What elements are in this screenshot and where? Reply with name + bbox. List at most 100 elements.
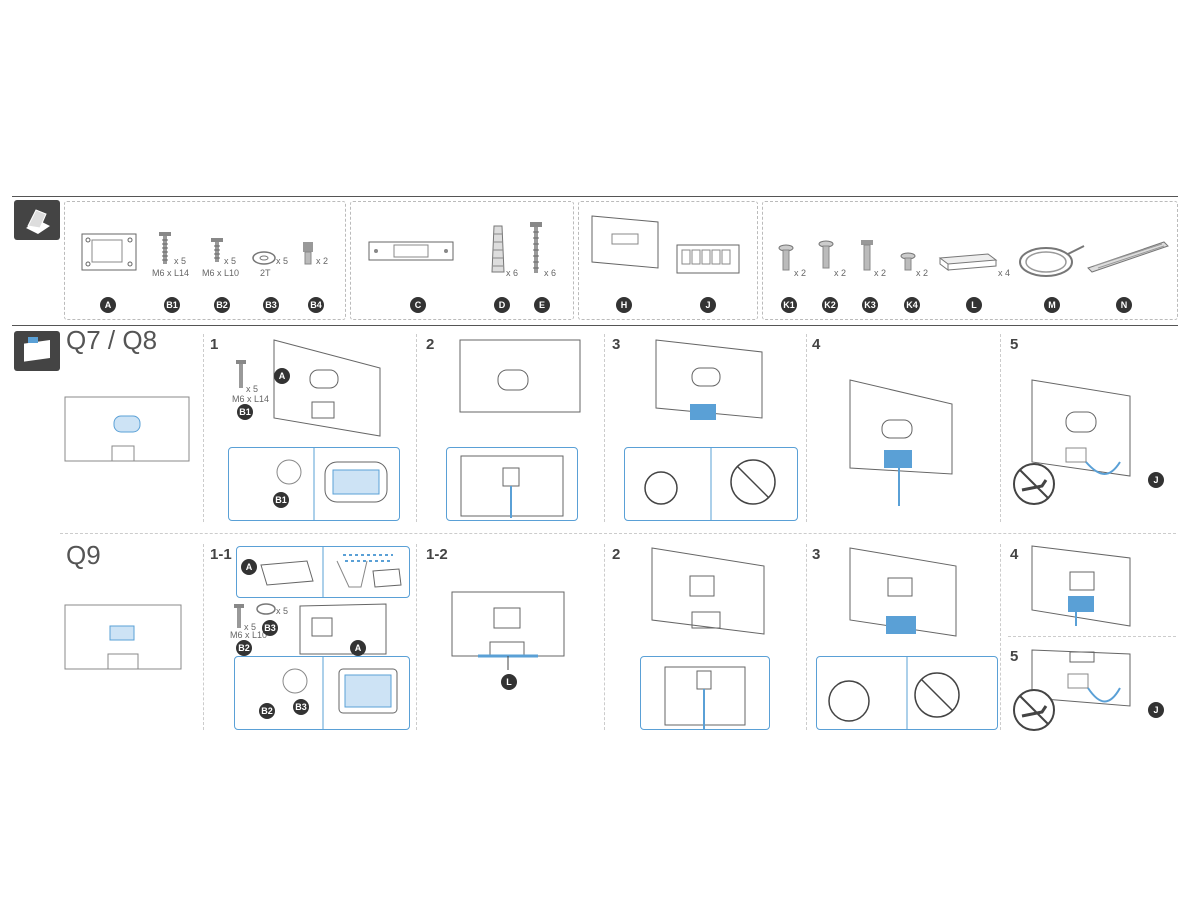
q9-step4-tv-drawing <box>1031 545 1131 627</box>
b2-spec: M6 x L10 <box>202 268 240 278</box>
badge-k4: K4 <box>904 297 920 313</box>
badge-k1: K1 <box>781 297 797 313</box>
q9-step3-detail-panel <box>816 656 998 730</box>
part-a-bracket-drawing <box>81 233 137 271</box>
q7q8-step1-tv-drawing <box>273 339 381 437</box>
q9-step3-tv-drawing <box>849 547 957 637</box>
q7q8-step5-tv-drawing <box>1031 379 1131 477</box>
q7q8-tv-back-overview <box>64 396 190 462</box>
badge-b3: B3 <box>263 297 279 313</box>
b4-qty: x 2 <box>316 256 329 266</box>
step-4: 4 <box>812 336 821 353</box>
e-qty: x 6 <box>544 268 557 278</box>
screw-b2-icon <box>234 604 244 628</box>
wall-mount-icon <box>14 331 60 371</box>
screw-b1-icon <box>159 232 171 264</box>
divider <box>416 544 418 730</box>
q9-step1-1-detail-panel-top: A <box>236 546 410 598</box>
badge-b1: B1 <box>164 297 180 313</box>
badge-j: J <box>1148 702 1164 718</box>
parts-group-wall <box>350 201 574 320</box>
divider <box>604 544 606 730</box>
parts-group-template <box>578 201 758 320</box>
divider <box>806 544 808 730</box>
step-1-2: 1-2 <box>426 546 448 563</box>
anchor-d-icon <box>491 225 505 273</box>
screw-k2-icon <box>818 240 834 269</box>
q9-step1-1-detail-panel-bottom: B2 B3 <box>234 656 410 730</box>
screw-k3-icon <box>861 240 873 271</box>
badge-a: A <box>241 559 257 575</box>
part-j-cable-holder-drawing <box>676 244 740 274</box>
no-foot-warning-icon <box>1013 689 1055 731</box>
divider <box>1000 334 1002 522</box>
step-3: 3 <box>612 336 621 353</box>
step1-1-qty: x 5 <box>244 622 257 632</box>
step1-qty: x 5 <box>246 384 259 394</box>
step-1-1: 1-1 <box>210 546 232 563</box>
parts-group-bracket <box>64 201 346 320</box>
q7q8-step3-tv-drawing <box>655 339 763 420</box>
badge-b3: B3 <box>293 699 309 715</box>
divider <box>1000 544 1002 730</box>
badge-a: A <box>100 297 116 313</box>
top-rule <box>12 196 1178 197</box>
badge-k3: K3 <box>862 297 878 313</box>
k4-qty: x 2 <box>916 268 929 278</box>
spacer-b4-icon <box>303 242 313 265</box>
q9-step2-detail-panel <box>640 656 770 730</box>
parts-bottom-rule <box>12 325 1178 326</box>
washer-b3-icon <box>252 251 276 265</box>
step-2: 2 <box>426 336 435 353</box>
badge-k2: K2 <box>822 297 838 313</box>
k3-qty: x 2 <box>874 268 887 278</box>
q7q8-step4-tv-drawing <box>849 379 953 506</box>
cable-m-icon <box>1019 245 1085 277</box>
screw-k4-icon <box>900 252 916 271</box>
step1-1-spec: M6 x L10 <box>230 630 268 640</box>
screw-b2-icon <box>211 238 223 262</box>
washer-b3-icon <box>256 603 276 615</box>
step-1: 1 <box>210 336 219 353</box>
screw-k1-icon <box>778 244 794 271</box>
q9-tv-back-overview <box>64 604 182 670</box>
divider <box>416 334 418 522</box>
badge-a: A <box>274 368 290 384</box>
b3-qty: x 5 <box>276 256 289 266</box>
badge-l: L <box>966 297 982 313</box>
cable-cover-n-icon <box>1087 241 1169 273</box>
b1-qty: x 5 <box>174 256 187 266</box>
step-3: 3 <box>812 546 821 563</box>
step-5: 5 <box>1010 336 1019 353</box>
badge-m: M <box>1044 297 1060 313</box>
badge-c: C <box>410 297 426 313</box>
badge-j: J <box>700 297 716 313</box>
b2-qty: x 5 <box>224 256 237 266</box>
divider <box>806 334 808 522</box>
model-q9: Q9 <box>66 540 101 570</box>
q7q8-step2-tv-drawing <box>459 339 581 413</box>
step-2: 2 <box>612 546 621 563</box>
q9-step1-1-tv-drawing <box>299 603 387 655</box>
part-c-wall-bracket-drawing <box>368 241 454 261</box>
l-qty: x 4 <box>998 268 1011 278</box>
badge-b2: B2 <box>259 703 275 719</box>
row-separator <box>60 533 1176 535</box>
q7q8-step1-detail-panel: B1 <box>228 447 400 521</box>
step1-spec: M6 x L14 <box>232 394 270 404</box>
q9-step2-tv-drawing <box>651 547 765 635</box>
badge-d: D <box>494 297 510 313</box>
spacer-l-icon <box>938 253 998 271</box>
badge-b2: B2 <box>214 297 230 313</box>
q7q8-step3-detail-panel <box>624 447 798 521</box>
divider <box>203 544 205 730</box>
k1-qty: x 2 <box>794 268 807 278</box>
step-separator <box>1008 636 1176 638</box>
badge-l: L <box>501 674 517 690</box>
part-h-template-drawing <box>591 215 659 269</box>
badge-e: E <box>534 297 550 313</box>
badge-b1: B1 <box>237 404 253 420</box>
screw-e-icon <box>530 222 542 273</box>
d-qty: x 6 <box>506 268 519 278</box>
no-foot-warning-icon <box>1013 463 1055 505</box>
